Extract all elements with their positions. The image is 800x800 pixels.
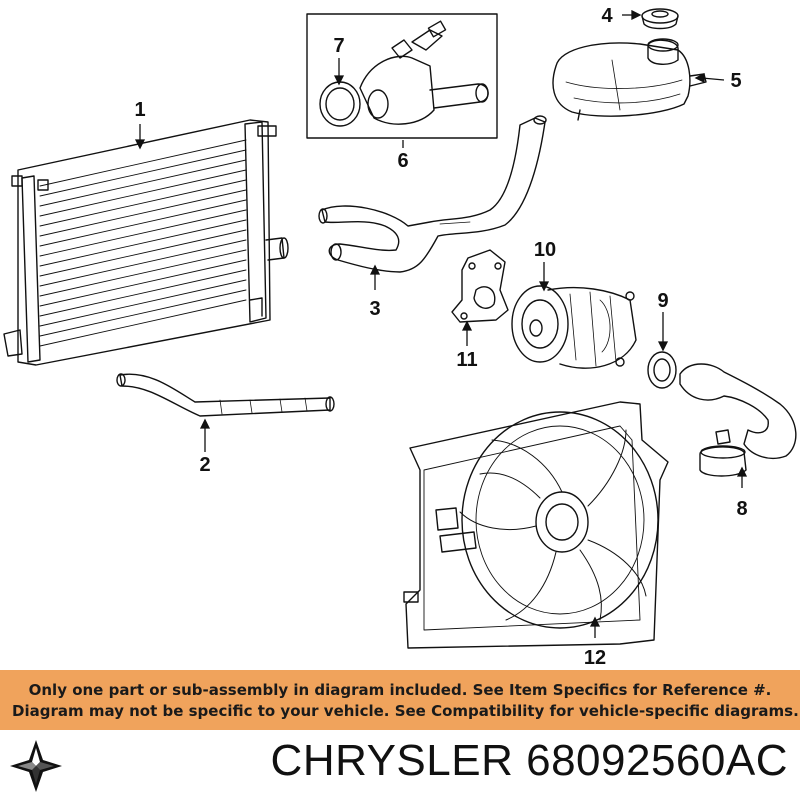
disclaimer-line-2: Diagram may not be specific to your vehi… <box>12 702 799 720</box>
coolant-outlet-hose <box>679 363 797 477</box>
brand-part-label: CHRYSLER 68092560AC <box>271 736 788 786</box>
radiator <box>3 119 289 366</box>
upper-radiator-hose <box>318 115 547 273</box>
callout-12: 12 <box>584 647 606 669</box>
water-pump-gasket <box>451 249 509 323</box>
fan-shroud-assembly <box>403 401 669 649</box>
lower-radiator-hose <box>116 373 335 417</box>
reservoir-cap <box>641 8 679 30</box>
disclaimer-banner: Only one part or sub-assembly in diagram… <box>0 670 800 730</box>
callout-5: 5 <box>730 70 741 92</box>
part-number: 68092560AC <box>526 736 788 785</box>
callout-11: 11 <box>456 349 477 371</box>
callout-8: 8 <box>736 498 747 520</box>
thermostat-housing <box>319 20 489 127</box>
callout-9: 9 <box>657 290 668 312</box>
callout-1: 1 <box>134 99 145 121</box>
callout-3: 3 <box>369 298 380 320</box>
callout-7: 7 <box>333 35 344 57</box>
callout-2: 2 <box>199 454 210 476</box>
callout-6: 6 <box>397 150 408 172</box>
footer: CHRYSLER 68092560AC <box>0 730 800 800</box>
pentastar-icon <box>10 740 62 792</box>
coolant-reservoir <box>552 38 707 121</box>
disclaimer-line-1: Only one part or sub-assembly in diagram… <box>28 681 772 699</box>
callout-4: 4 <box>601 5 613 27</box>
brand-name: CHRYSLER <box>270 736 514 785</box>
parts-diagram: 1 2 3 4 5 6 7 8 9 10 11 12 <box>3 5 797 669</box>
thermostat-housing-box <box>306 13 498 139</box>
callout-10: 10 <box>534 239 556 261</box>
water-pump <box>511 285 637 369</box>
outlet-gasket <box>647 351 677 389</box>
